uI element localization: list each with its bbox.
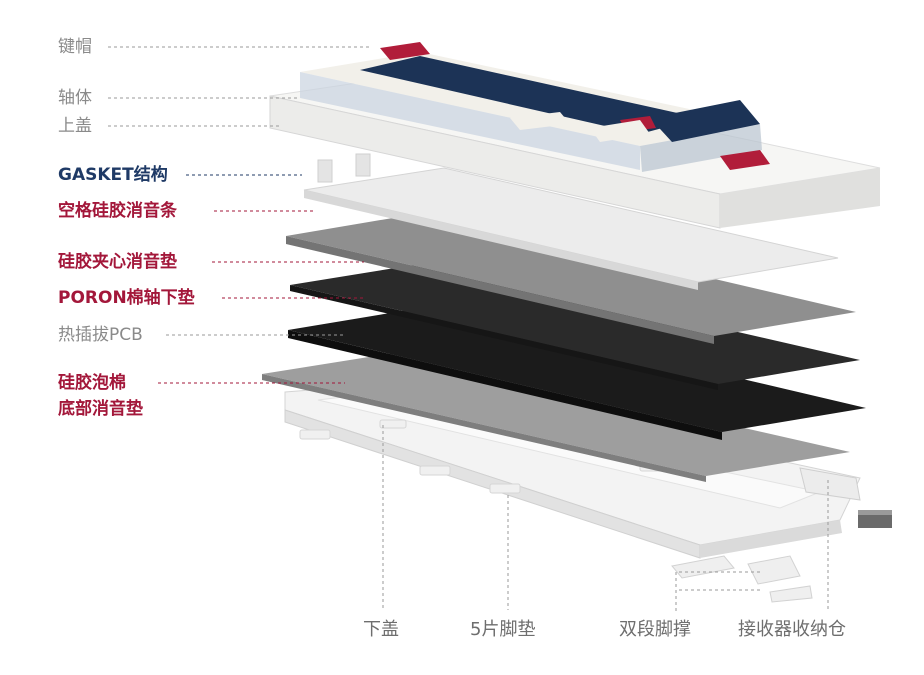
poron-layer [290,262,860,390]
label-pcb: 热插拔PCB [58,325,143,345]
sandwich-pad-layer [286,212,856,344]
leader-lines [108,46,829,612]
label-top-cover: 上盖 [58,116,92,136]
feet-pads [299,419,671,494]
label-feet: 5片脚垫 [470,619,536,640]
label-foam-line2: 底部消音垫 [58,399,143,419]
label-receiver-bay: 接收器收纳仓 [738,619,846,640]
label-sandwich-pad: 硅胶夹心消音垫 [58,252,177,272]
label-stand: 双段脚撑 [619,619,691,640]
bottom-foam-layer [262,351,850,482]
pcb-layer [288,306,866,440]
keycap-block [300,42,770,172]
label-keycaps: 键帽 [58,37,92,57]
label-foam-line1: 硅胶泡棉 [58,373,126,393]
label-spacebar-pad: 空格硅胶消音条 [58,201,177,221]
two-stage-stand [671,555,813,603]
label-poron-pad: PORON棉轴下垫 [58,288,195,308]
label-bottom-cover: 下盖 [363,619,399,640]
label-switches: 轴体 [58,88,92,108]
receiver-bay [799,467,892,528]
label-gasket: GASKET结构 [58,165,168,185]
gasket-plate-layer [303,153,839,290]
